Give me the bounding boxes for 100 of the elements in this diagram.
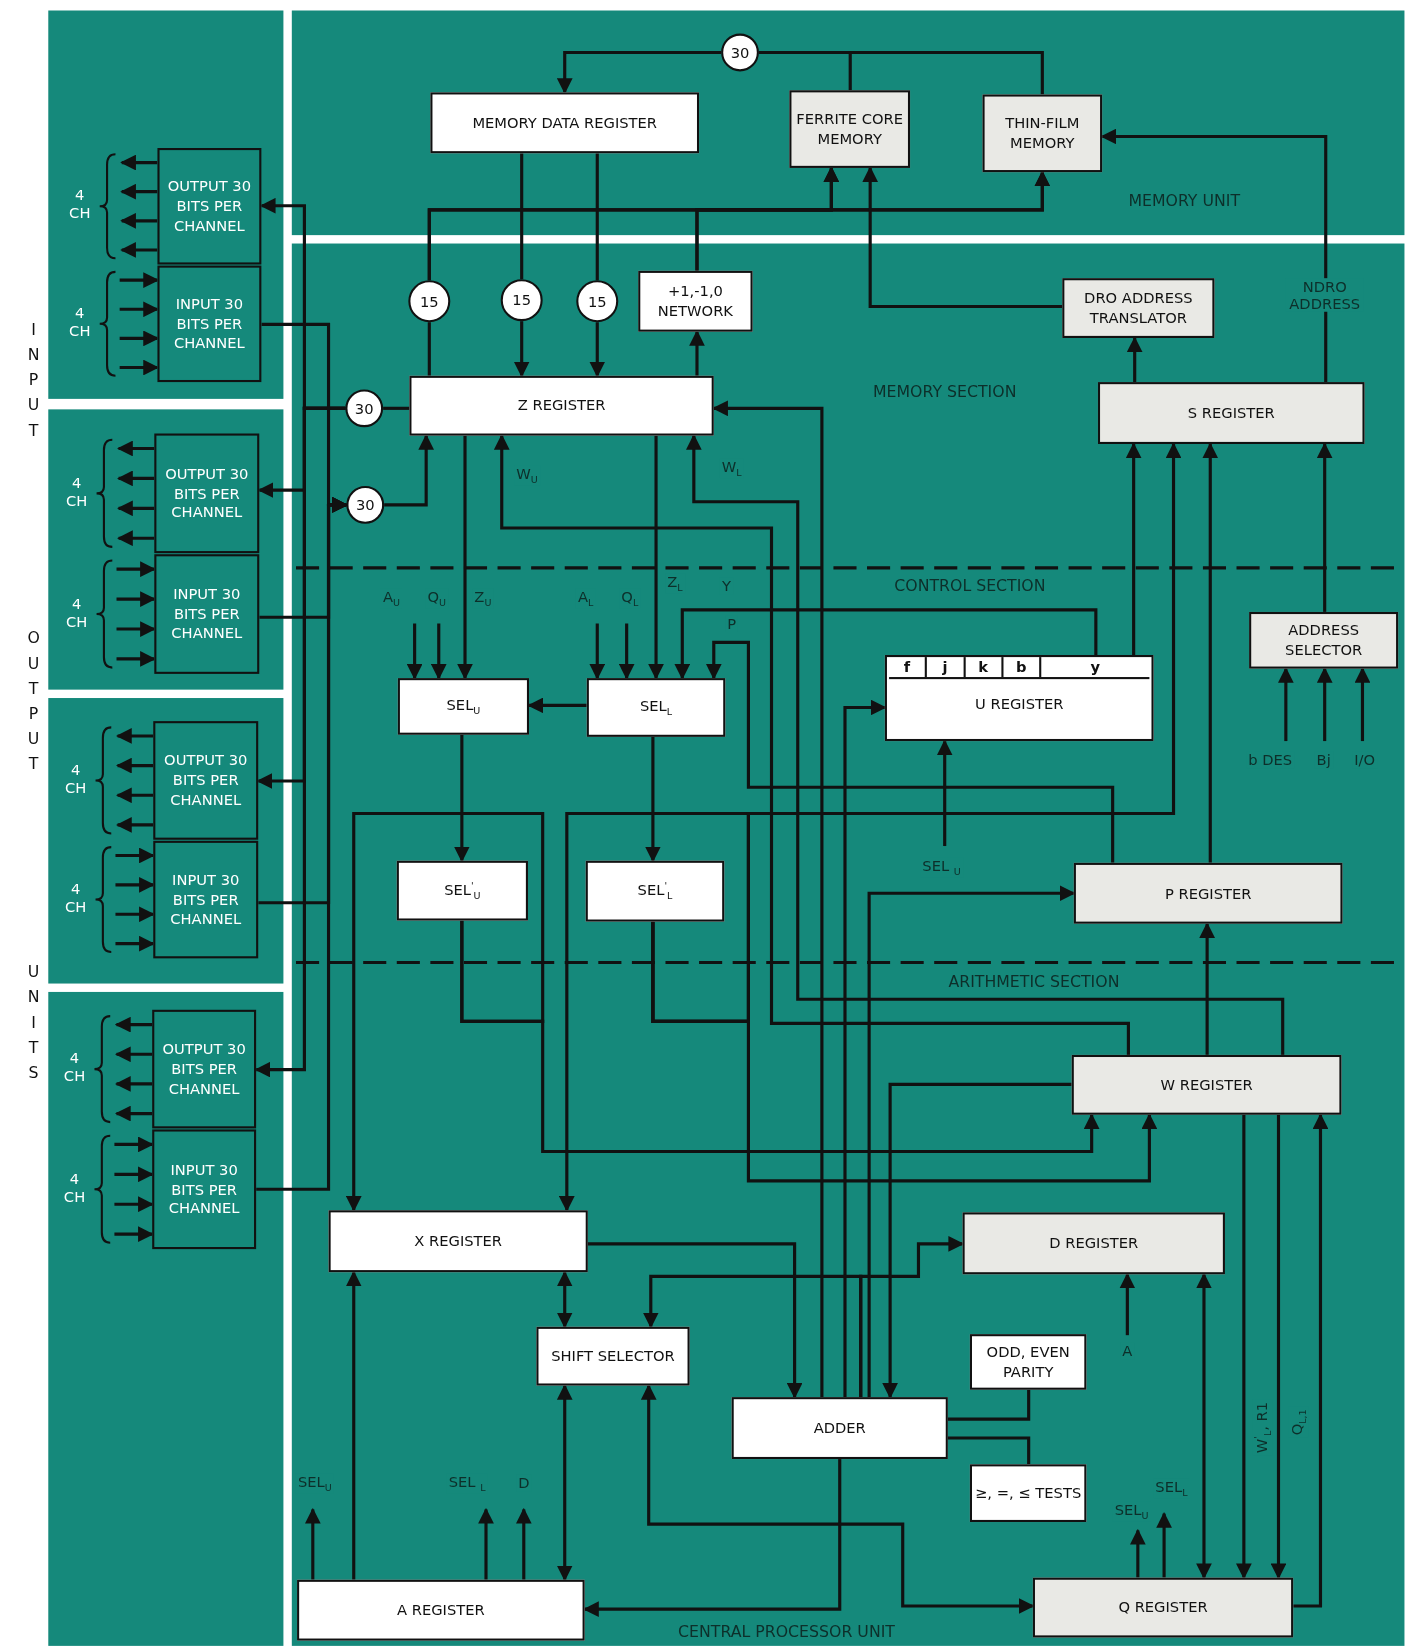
signal-arrow [117, 470, 155, 487]
box-label: D REGISTER [1049, 1233, 1139, 1254]
signal-arrow [116, 787, 154, 804]
box-label: INPUT 30 BITS PER CHANNEL [167, 1159, 241, 1219]
arrow [712, 400, 824, 1398]
register-box [397, 678, 530, 735]
signal-arrow [430, 623, 447, 680]
channel-count: 4 CH [63, 880, 88, 916]
register-box [409, 375, 714, 436]
signal-arrow [120, 242, 158, 258]
box-label: A REGISTER [397, 1600, 485, 1621]
signal-arrow [116, 621, 156, 637]
arrow [1270, 1114, 1287, 1580]
unit-title: MEMORY UNIT [1128, 191, 1241, 210]
signal-arrow [1316, 667, 1333, 742]
box-label: INPUT 30 BITS PER CHANNEL [169, 869, 243, 930]
signal-arrow [116, 561, 156, 578]
register-box [969, 1334, 1087, 1390]
signal-arrow [119, 359, 160, 376]
box-label: P REGISTER [1164, 883, 1252, 904]
arrow [843, 699, 887, 1398]
register-field: b [1003, 657, 1042, 677]
arrow [1293, 1113, 1329, 1608]
bus-width-circle [346, 486, 385, 524]
box-label: W REGISTER [1160, 1074, 1253, 1095]
section-label: MEMORY SECTION [873, 382, 1017, 401]
bus-width-circle [721, 33, 759, 72]
signal-arrow [120, 212, 158, 229]
box-label: SHIFT SELECTOR [551, 1346, 675, 1367]
arrow [867, 885, 1076, 1398]
box-label: S REGISTER [1187, 403, 1275, 423]
signal-arrow [115, 877, 155, 893]
box-label: OUTPUT 30 BITS PER CHANNEL [163, 750, 249, 811]
box-label: SEL$_{L}$ [639, 696, 673, 719]
arrow [695, 170, 1051, 271]
register-box [1032, 1577, 1294, 1638]
register-box [884, 655, 1154, 742]
signal-arrow [114, 1105, 153, 1122]
arrow [254, 406, 346, 1078]
arrow [513, 321, 530, 378]
box-label: 30 [730, 42, 750, 63]
arrow [583, 1459, 842, 1617]
arrow [648, 435, 664, 680]
arrow [689, 330, 705, 376]
register-box [982, 94, 1103, 173]
signal-arrow [304, 1507, 321, 1580]
box-label: INPUT 30 BITS PER CHANNEL [173, 294, 246, 354]
arrow [1126, 336, 1143, 383]
signal-arrow [589, 623, 606, 680]
signal-arrow [478, 1507, 494, 1580]
signal-arrow [114, 1016, 153, 1033]
register-box [297, 1579, 585, 1641]
signal-arrow [1119, 1272, 1136, 1336]
arrow [384, 434, 435, 507]
bus-width-circle [345, 389, 384, 428]
connector-line [947, 1389, 1031, 1421]
edge-label: Bj [1314, 751, 1333, 769]
arrow [705, 640, 1115, 863]
arrow [256, 497, 348, 1191]
bus-width-circle [500, 279, 543, 322]
section-label: CONTROL SECTION [894, 576, 1046, 596]
box-label: Q REGISTER [1118, 1597, 1208, 1618]
arrow [685, 434, 1285, 1055]
signal-arrow [114, 1166, 154, 1183]
connector-line [947, 1436, 1031, 1465]
signal-arrow [1354, 667, 1371, 742]
connector-line [427, 322, 431, 376]
signal-arrow [116, 757, 154, 774]
box-label: 30 [354, 398, 374, 419]
signal-arrow [114, 1226, 154, 1242]
signal-arrow [115, 935, 155, 952]
arrow [587, 1242, 803, 1399]
signal-arrow [115, 847, 155, 864]
signal-arrow [117, 440, 155, 457]
arrow [651, 442, 1182, 1023]
box-label: DRO ADDRESS TRANSLATOR [1083, 288, 1194, 328]
signal-arrow [114, 1196, 154, 1213]
section-label: ARITHMETIC SECTION [948, 972, 1120, 991]
register-box [962, 1212, 1225, 1275]
arrow [642, 1274, 863, 1398]
box-label: 30 [355, 495, 375, 515]
arrow [1199, 922, 1215, 1055]
signal-arrow [1129, 1528, 1146, 1578]
arrow [862, 166, 1063, 309]
register-box [586, 678, 726, 737]
box-label: THIN-FILM MEMORY [1004, 113, 1081, 154]
signal-arrow [114, 1076, 153, 1092]
signal-arrow [115, 906, 155, 923]
box-label: OUTPUT 30 BITS PER CHANNEL [161, 1039, 247, 1099]
box-label: ODD, EVEN PARITY [985, 1342, 1071, 1382]
box-label: Z REGISTER [517, 395, 606, 416]
connector-line [758, 50, 1044, 95]
bus-width-circle [408, 280, 451, 323]
box-label: ADDER [813, 1418, 866, 1438]
network-box [536, 1326, 690, 1386]
box-label: ≥, =, ≤ TESTS [975, 1483, 1082, 1504]
arrow [457, 435, 473, 680]
signal-arrow [515, 1507, 532, 1580]
channel-count: 4 CH [64, 474, 89, 510]
channel-count: 4 CH [68, 186, 92, 223]
